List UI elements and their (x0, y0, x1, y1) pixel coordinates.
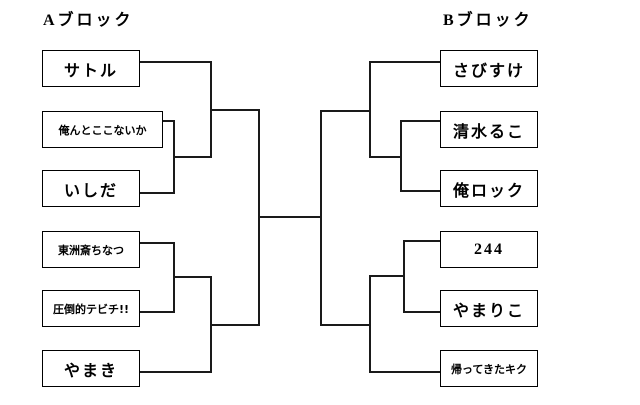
a-block-player-5-box: 圧倒的テビチ!! (42, 290, 140, 327)
bracket-connector-line (400, 190, 440, 192)
b-block-title: Bブロック (443, 12, 533, 29)
bracket-connector-line (140, 192, 175, 194)
bracket-connector-line (140, 311, 175, 313)
player-name: やまき (63, 362, 118, 380)
b-block-player-5-box: やまりこ (440, 290, 538, 327)
a-block-title: Aブロック (43, 12, 134, 29)
a-block-player-3-box: いしだ (42, 170, 140, 207)
a-block-player-2-box: 俺んとここないか (42, 111, 163, 148)
a-block-player-6-box: やまき (42, 350, 140, 387)
bracket-connector-line (173, 156, 212, 158)
player-name: 244 (474, 240, 504, 258)
bracket-connector-line (140, 242, 175, 244)
b-block-player-1-box: さびすけ (440, 50, 538, 87)
bracket-connector-line (210, 109, 260, 111)
bracket-connector-line (321, 110, 371, 112)
bracket-connector-line (369, 61, 440, 63)
player-name: やまりこ (452, 302, 525, 320)
player-name: さびすけ (452, 62, 525, 80)
bracket-connector-line (403, 311, 440, 313)
player-name: サトル (63, 62, 118, 80)
player-name: 圧倒的テビチ!! (52, 302, 130, 316)
a-block-player-4-box: 東洲斎ちなつ (42, 231, 140, 268)
player-name: 帰ってきたキク (450, 362, 528, 376)
b-block-player-4-box: 244 (440, 231, 538, 268)
bracket-connector-line (210, 324, 260, 326)
bracket-connector-line (369, 156, 402, 158)
bracket-connector-line (403, 240, 440, 242)
player-name: いしだ (63, 182, 118, 200)
b-block-player-6-box: 帰ってきたキク (440, 350, 538, 387)
bracket-connector-line (400, 120, 440, 122)
player-name: 俺ロック (452, 182, 525, 200)
bracket-connector-line (140, 371, 212, 373)
player-name: 清水るこ (452, 123, 525, 141)
a-block-player-1-box: サトル (42, 50, 140, 87)
final-connector-line (258, 216, 322, 218)
b-block-player-2-box: 清水るこ (440, 111, 538, 148)
bracket-connector-line (140, 61, 212, 63)
player-name: 東洲斎ちなつ (58, 243, 124, 257)
bracket-connector-line (369, 61, 371, 158)
bracket-connector-line (369, 275, 405, 277)
bracket-connector-line (369, 371, 440, 373)
player-name: 俺んとここないか (58, 123, 147, 137)
bracket-connector-line (320, 110, 322, 326)
bracket-connector-line (163, 120, 175, 122)
bracket-connector-line (321, 324, 371, 326)
b-block-player-3-box: 俺ロック (440, 170, 538, 207)
bracket-connector-line (173, 276, 212, 278)
